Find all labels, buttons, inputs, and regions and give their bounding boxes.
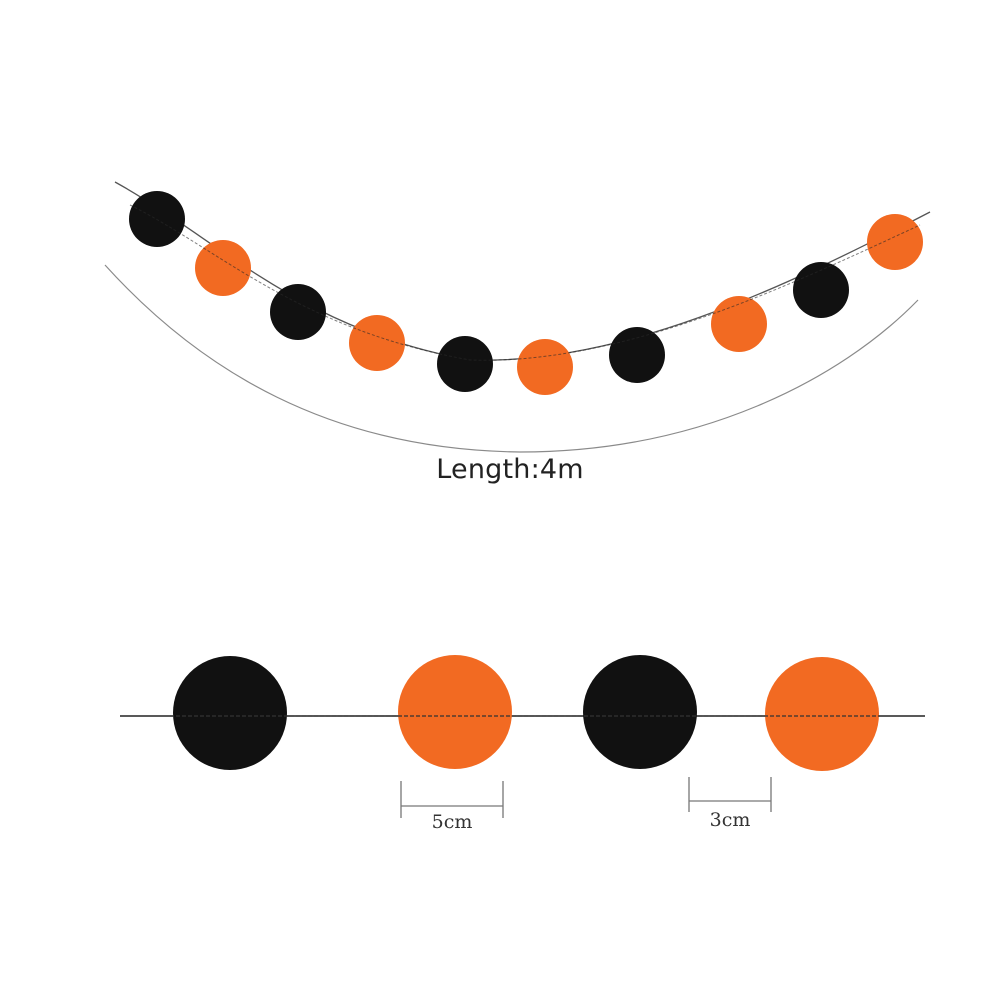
diameter-label: 5cm [431,811,473,833]
orange-circle [349,315,405,371]
orange-circle [195,240,251,296]
black-circle [270,284,326,340]
black-circle-large [583,655,697,769]
stitch-top [129,204,921,361]
orange-circle-large [398,655,512,769]
length-arc [104,264,919,453]
orange-circle [711,296,767,352]
black-circle [129,191,185,247]
gap-label: 3cm [709,809,751,831]
black-circle [609,327,665,383]
black-circle-large [173,656,287,770]
orange-circle [867,214,923,270]
dimension-bracket-5cm [400,781,504,818]
black-circle [437,336,493,392]
dimension-bracket-3cm [688,777,772,812]
garland-circles-detail [173,655,879,771]
garland-circles-top [129,191,923,395]
orange-circle-large [765,657,879,771]
orange-circle [517,339,573,395]
length-label: Length:4m [436,454,584,485]
